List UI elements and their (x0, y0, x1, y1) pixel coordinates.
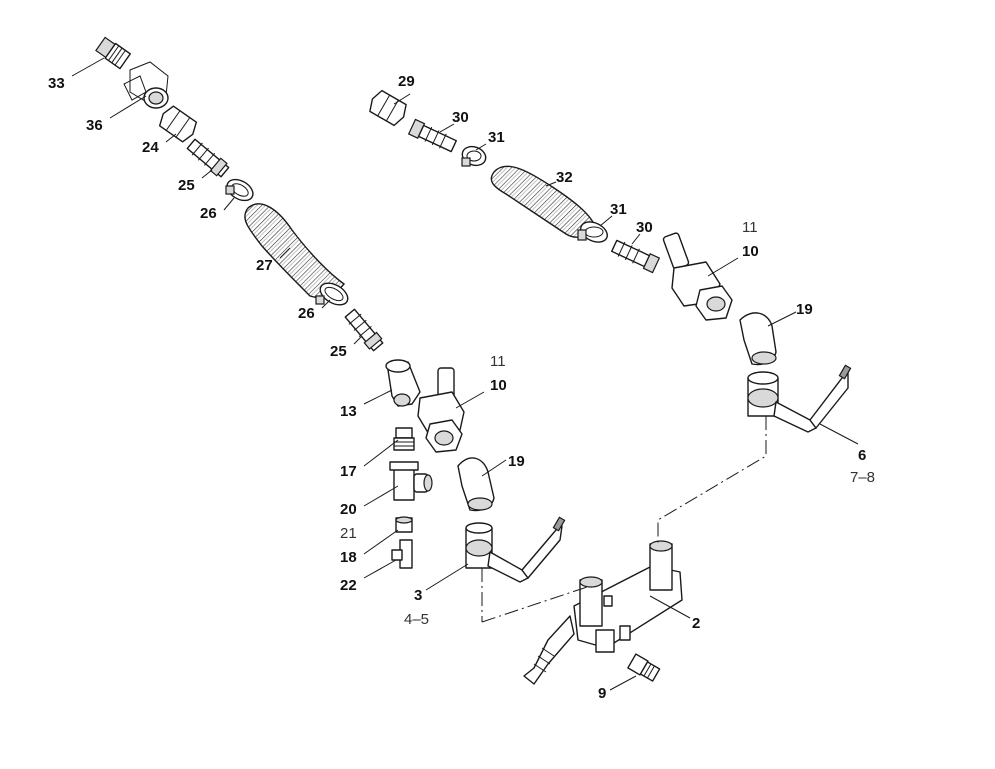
ball-valve-6 (747, 364, 852, 433)
label-4-5: 4–5 (404, 611, 429, 628)
hose-barb-30-bottom (611, 239, 661, 274)
label-18: 18 (340, 549, 357, 566)
connector-line (657, 416, 767, 546)
tee-fitting-36 (123, 61, 169, 109)
label-19-right: 19 (796, 301, 813, 318)
tee-20 (389, 461, 433, 501)
manifold-2 (523, 540, 683, 685)
label-32: 32 (556, 169, 573, 186)
label-26-bottom: 26 (298, 305, 315, 322)
nipple-17 (393, 427, 415, 451)
valve-10-right (662, 232, 733, 321)
connector-line (481, 585, 591, 623)
hose-clamp-31-bottom (577, 221, 608, 243)
label-24: 24 (142, 139, 159, 156)
elbow-19-left (457, 457, 495, 512)
label-33: 33 (48, 75, 65, 92)
elbow-19-left-end (467, 497, 493, 511)
hose-clamp-31-top (461, 145, 487, 167)
label-7-8: 7–8 (850, 469, 875, 486)
nipple-33 (95, 36, 131, 70)
hose-clamp-26-bottom (315, 282, 349, 306)
label-27: 27 (256, 257, 273, 274)
label-31-bottom: 31 (610, 201, 627, 218)
label-30-bottom: 30 (636, 219, 653, 236)
label-25-bottom: 25 (330, 343, 347, 360)
callout-labels: 33 36 24 25 26 27 26 25 13 11 10 17 19 2… (48, 73, 875, 702)
label-36: 36 (86, 117, 103, 134)
label-3: 3 (414, 587, 422, 604)
label-20: 20 (340, 501, 357, 518)
nut-18 (395, 516, 413, 533)
label-31-top: 31 (488, 129, 505, 146)
elbow-13 (385, 359, 421, 407)
hose-barb-25-bottom (344, 308, 384, 352)
nut-29 (369, 89, 407, 127)
hose-barb-30-top (407, 118, 457, 153)
label-29: 29 (398, 73, 415, 90)
label-26-top: 26 (200, 205, 217, 222)
label-25-top: 25 (178, 177, 195, 194)
hex-nut-24 (158, 105, 198, 143)
fitting-9 (627, 653, 661, 682)
valve-10-left (417, 367, 465, 453)
label-17: 17 (340, 463, 357, 480)
label-2: 2 (692, 615, 700, 632)
label-19-left: 19 (508, 453, 525, 470)
hose-clamp-26-top (225, 178, 254, 202)
label-11-left: 11 (490, 353, 506, 370)
hose-barb-25-top (186, 138, 230, 178)
label-21: 21 (340, 525, 357, 542)
hose-32 (490, 165, 595, 238)
label-22: 22 (340, 577, 357, 594)
label-13: 13 (340, 403, 357, 420)
label-10-left: 10 (490, 377, 507, 394)
fitting-22 (391, 539, 413, 569)
label-10-right: 10 (742, 243, 759, 260)
label-9: 9 (598, 685, 606, 702)
elbow-19-right-end (751, 351, 777, 365)
label-6: 6 (858, 447, 866, 464)
ball-valve-3 (465, 516, 566, 583)
label-11-right: 11 (742, 219, 758, 236)
label-30-top: 30 (452, 109, 469, 126)
leader-lines (71, 57, 859, 691)
